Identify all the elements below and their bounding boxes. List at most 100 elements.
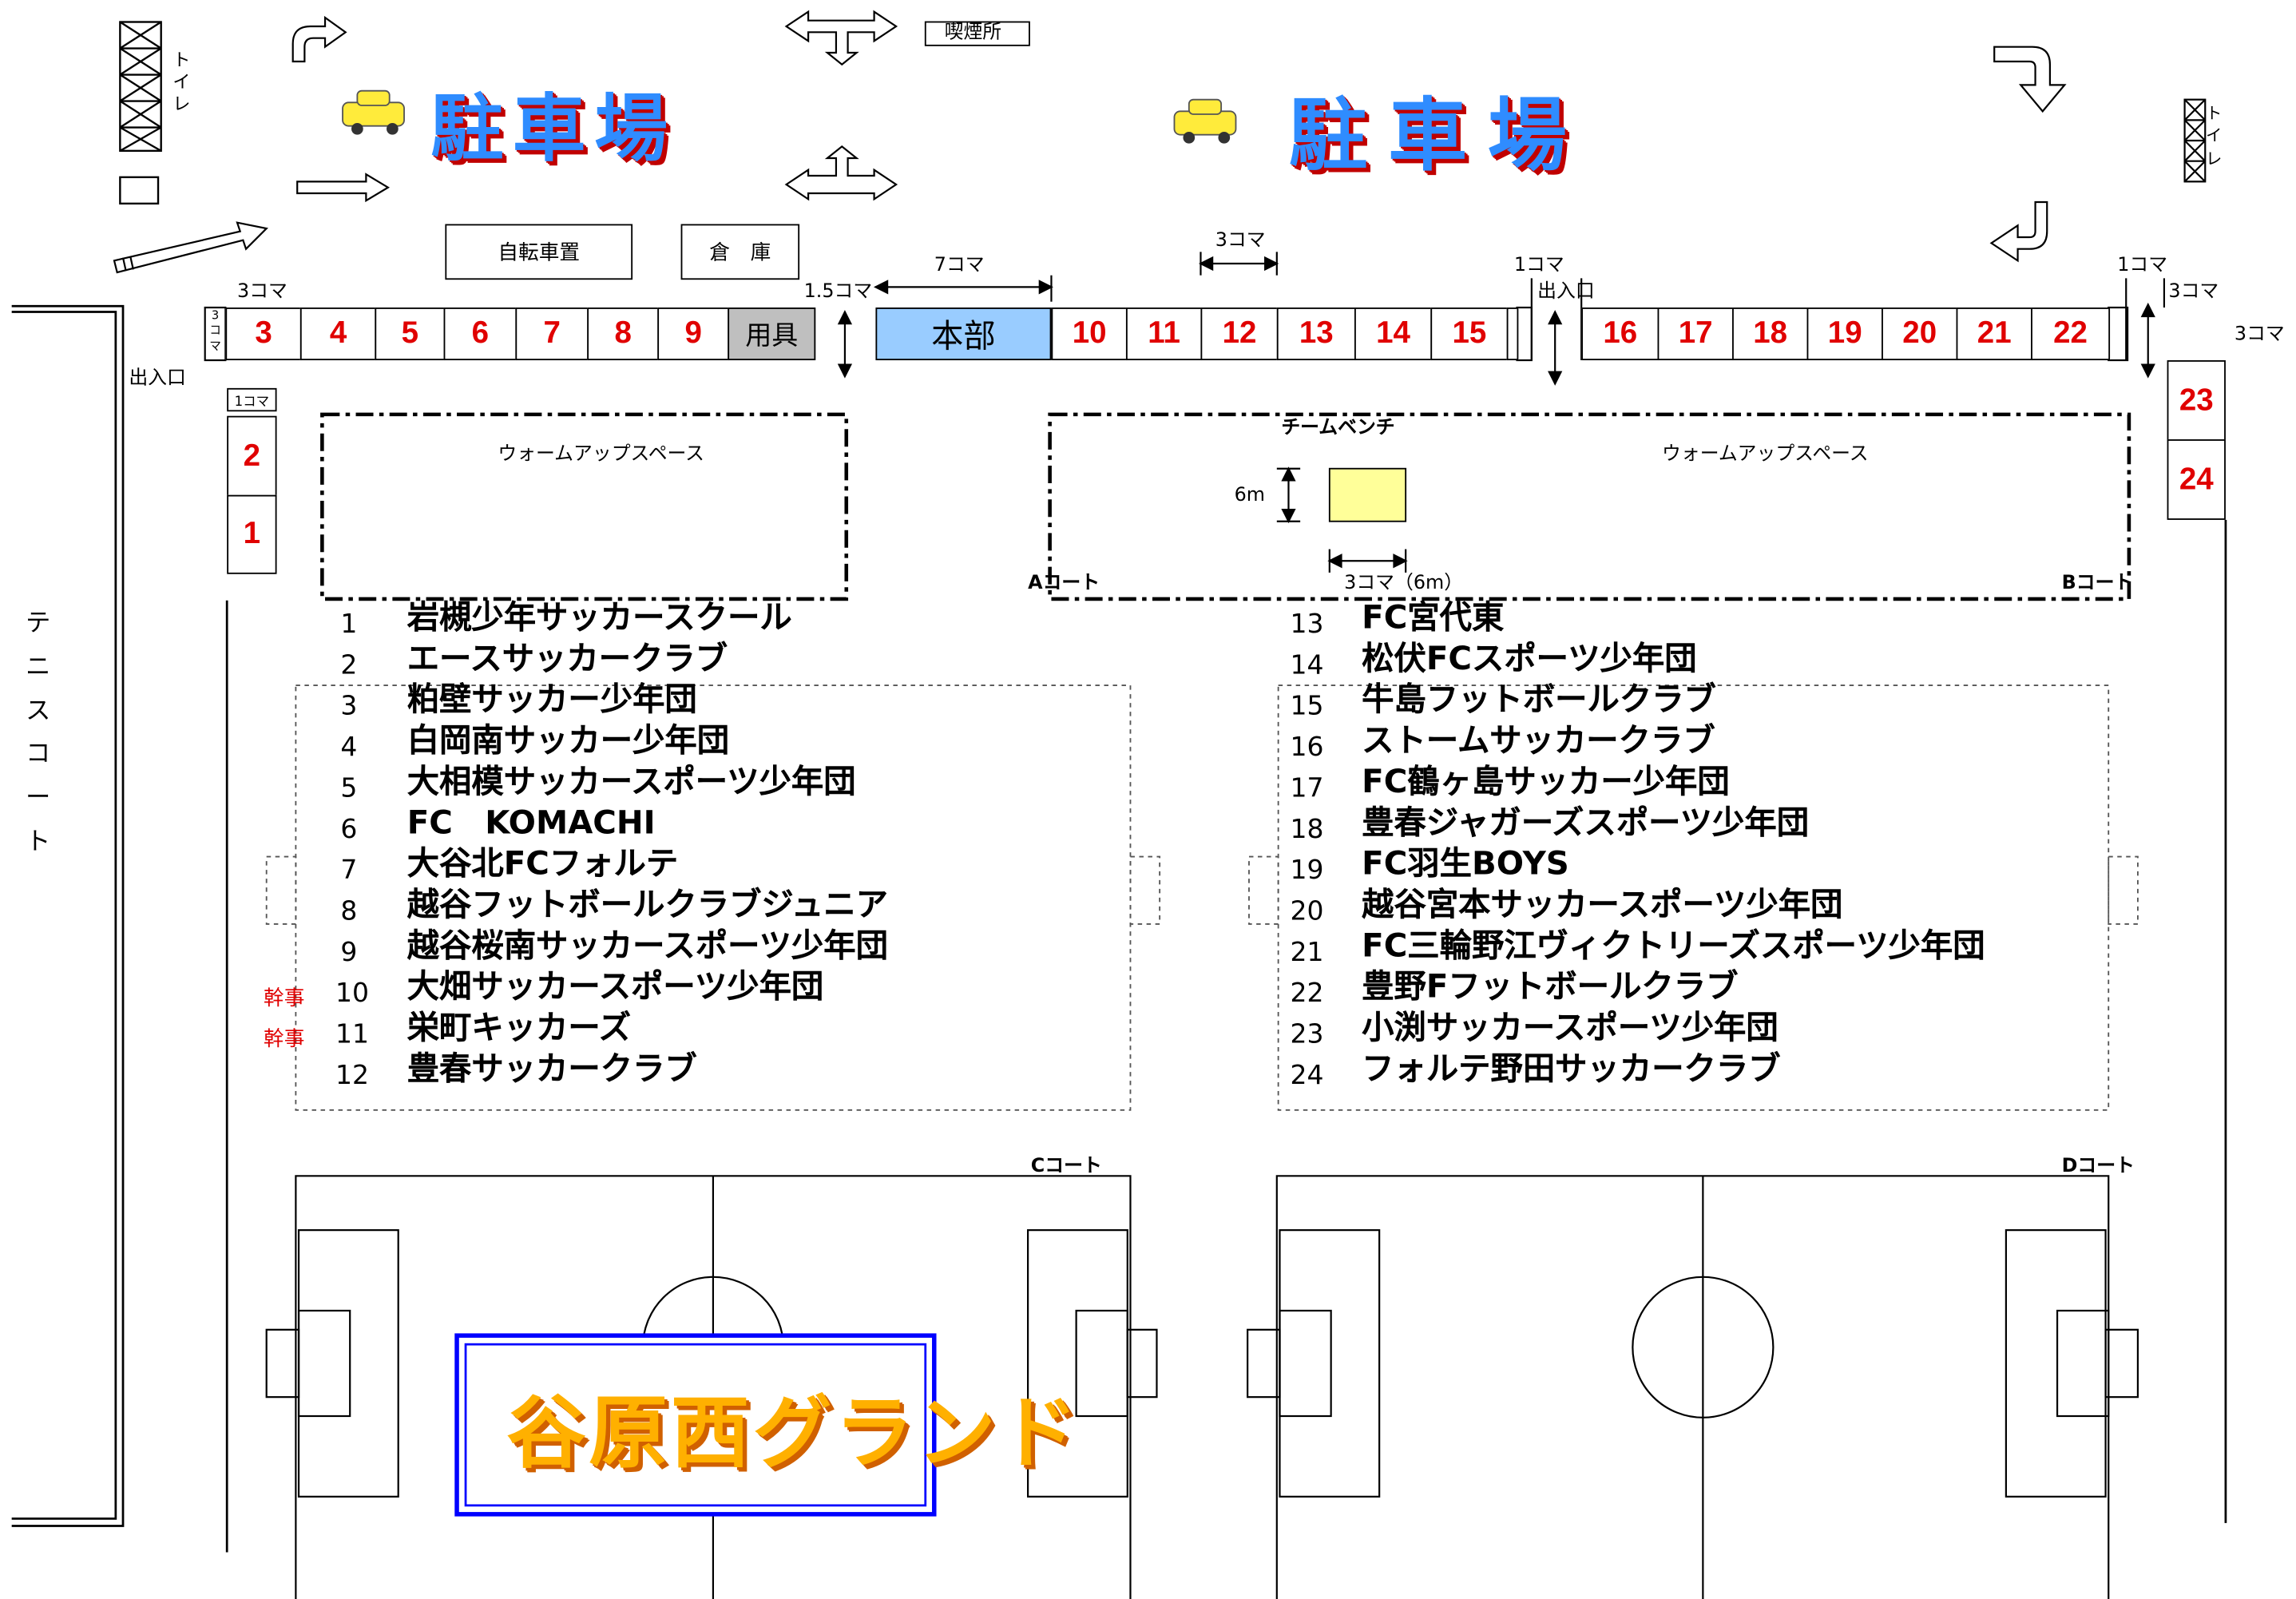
diagonal-arrow-icon — [113, 221, 268, 274]
team-name: FC宮代東 — [1362, 600, 1505, 637]
warmup-right-label: ウォームアップスペース — [1662, 443, 1869, 466]
team-number: 16 — [1290, 732, 1324, 764]
turn-arrow-icon — [291, 15, 347, 63]
equipment-booth: 用具 — [728, 308, 816, 361]
entrance-right-label: 出入口 — [1537, 281, 1595, 304]
booth-22: 22 — [2031, 308, 2111, 361]
koma3-far-label: 3コマ — [2234, 323, 2285, 346]
car-right-icon — [1173, 98, 1237, 144]
team-number: 18 — [1290, 814, 1324, 845]
team-number: 17 — [1290, 773, 1324, 804]
booth-7: 7 — [515, 308, 589, 361]
headquarters-booth: 本部 — [875, 308, 1052, 361]
team-number: 4 — [340, 732, 358, 764]
team-name: 栄町キッカーズ — [406, 1010, 632, 1047]
booth-18: 18 — [1732, 308, 1809, 361]
booth-20: 20 — [1882, 308, 1958, 361]
booth-23: 23 — [2167, 360, 2226, 441]
team-number: 21 — [1290, 937, 1324, 968]
team-name: 越谷フットボールクラブジュニア — [406, 887, 888, 924]
curved-arrow-top-right-icon — [1993, 46, 2067, 113]
koma3-left-label: 3コマ — [237, 281, 287, 304]
booth-24: 24 — [2167, 439, 2226, 520]
booth-9: 9 — [657, 308, 730, 361]
booth-14: 14 — [1354, 308, 1433, 361]
team-name: 牛島フットボールクラブ — [1362, 682, 1716, 720]
booth-16: 16 — [1581, 308, 1660, 361]
team-number: 9 — [340, 937, 358, 968]
team-number: 1 — [340, 609, 358, 641]
booth-21: 21 — [1956, 308, 2032, 361]
team-bench-label: チームベンチ — [1281, 417, 1395, 440]
booth-17: 17 — [1657, 308, 1734, 361]
booth-3: 3 — [225, 308, 302, 361]
right-arrow-icon — [296, 173, 391, 203]
team-name: FC羽生BOYS — [1362, 846, 1569, 883]
booth-8: 8 — [587, 308, 660, 361]
booth-10: 10 — [1051, 308, 1128, 361]
traffic-arrows — [113, 10, 2067, 274]
bench-depth-label: 6m — [1234, 484, 1266, 507]
team-number: 5 — [340, 773, 358, 804]
team-name: FC三輪野江ヴィクトリーズスポーツ少年団 — [1362, 928, 1985, 966]
smoking-area-label: 喫煙所 — [944, 22, 1002, 45]
car-left-icon — [342, 89, 405, 135]
court-d-label: Dコート — [2061, 1155, 2135, 1178]
team-number: 7 — [340, 855, 358, 887]
warmup-left-frame — [320, 412, 849, 601]
team-bench-box — [1328, 467, 1407, 522]
team-name: フォルテ野田サッカークラブ — [1362, 1051, 1781, 1089]
team-name: 大谷北FCフォルテ — [406, 846, 679, 883]
team-name: 豊春ジャガーズスポーツ少年団 — [1362, 805, 1810, 843]
booth-2: 2 — [227, 415, 277, 497]
booth-6: 6 — [443, 308, 517, 361]
booth-11: 11 — [1125, 308, 1203, 361]
parking-left-title: 駐車場 — [430, 86, 677, 172]
cross-arrow-top-icon — [784, 10, 898, 66]
team-name: ストームサッカークラブ — [1362, 723, 1715, 760]
court-d-lines — [1247, 1175, 2139, 1599]
booth-4: 4 — [299, 308, 377, 361]
curved-arrow-bottom-right-icon — [1989, 200, 2048, 263]
team-number: 24 — [1290, 1060, 1324, 1091]
team-name: エースサッカークラブ — [406, 641, 728, 678]
court-b-label: Bコート — [2061, 572, 2134, 595]
team-name: 越谷桜南サッカースポーツ少年団 — [406, 928, 888, 966]
booth-5: 5 — [375, 308, 446, 361]
team-name: 小渕サッカースポーツ少年団 — [1362, 1010, 1779, 1047]
team-name: 豊春サッカークラブ — [406, 1051, 697, 1089]
team-name: 白岡南サッカー少年団 — [406, 723, 730, 760]
booth-19: 19 — [1806, 308, 1883, 361]
organizer-mark: 幹事 — [264, 986, 305, 1011]
team-name: 大相模サッカースポーツ少年団 — [406, 764, 856, 801]
booth-15: 15 — [1430, 308, 1509, 361]
booth-12: 12 — [1200, 308, 1279, 361]
koma15-label: 1.5コマ — [803, 281, 873, 304]
team-name: FC鶴ヶ島サッカー少年団 — [1362, 764, 1730, 801]
team-name: 大畑サッカースポーツ少年団 — [406, 969, 824, 1006]
team-number: 10 — [335, 978, 370, 1010]
team-number: 14 — [1290, 650, 1324, 681]
bench-width-label: 3コマ（6m） — [1344, 572, 1464, 595]
warehouse-box: 倉 庫 — [680, 224, 800, 280]
team-name: 粕壁サッカー少年団 — [406, 682, 697, 720]
toilet-left-icon — [119, 21, 162, 205]
bicycle-parking-box: 自転車置 — [445, 224, 633, 280]
team-number: 11 — [335, 1019, 370, 1050]
team-number: 15 — [1290, 691, 1324, 722]
parking-right-title: 駐車場 — [1288, 89, 1588, 182]
team-number: 12 — [335, 1060, 370, 1091]
dimension-lines — [837, 252, 2155, 573]
warmup-right-frame — [1048, 412, 2131, 601]
entrance-left-label: 出入口 — [129, 367, 186, 390]
team-number: 22 — [1290, 978, 1324, 1010]
koma7-label: 7コマ — [934, 255, 985, 277]
team-number: 2 — [340, 650, 358, 681]
tennis-court-label: テニスコート — [26, 609, 51, 857]
team-number: 8 — [340, 896, 358, 927]
koma1-right-label: 1コマ — [2117, 255, 2168, 277]
koma1-small-box: 1コマ — [227, 387, 277, 412]
court-c-label: Cコート — [1030, 1155, 1102, 1178]
